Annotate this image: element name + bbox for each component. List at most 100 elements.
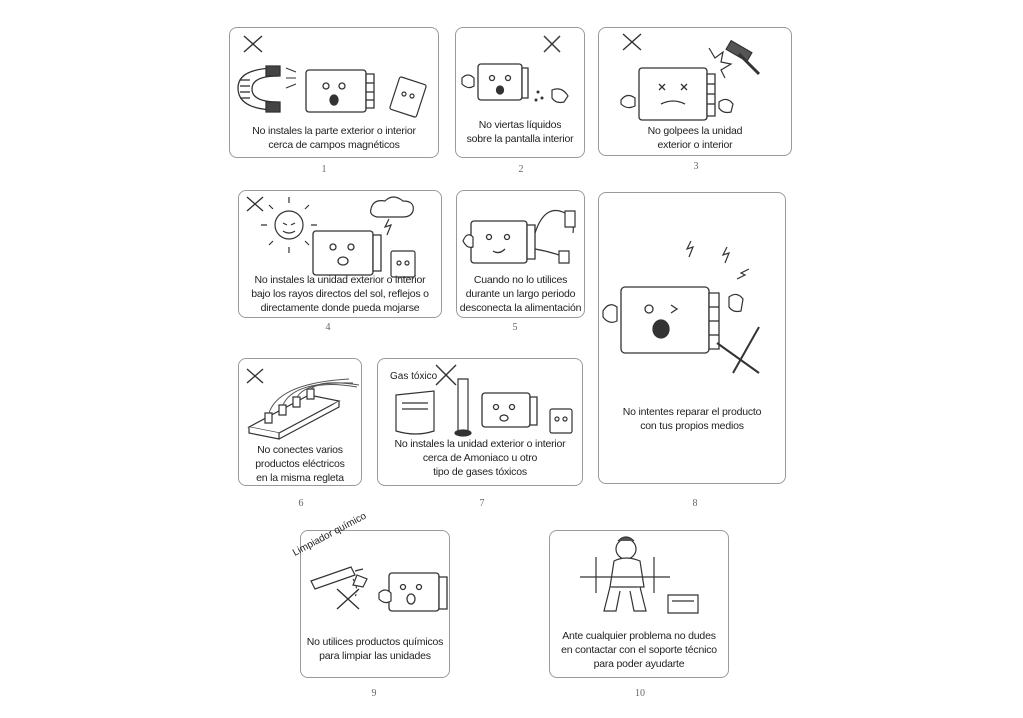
warning-panel-10: Ante cualquier problema no dudes en cont… bbox=[549, 530, 729, 678]
hand-icon bbox=[552, 89, 568, 103]
warning-panel-6: No conectes varios productos eléctricos … bbox=[238, 358, 362, 486]
caption-line: cerca de Amoniaco u otro bbox=[422, 452, 538, 464]
caption-line: desconecta la alimentación bbox=[459, 302, 582, 314]
unplug-illustration bbox=[457, 191, 586, 319]
warning-panel-1: No instales la parte exterior o interior… bbox=[229, 27, 439, 158]
caption-line: No instales la parte exterior o interior bbox=[252, 125, 416, 137]
caption-line: directamente donde pueda mojarse bbox=[260, 302, 420, 314]
repair-warning-illustration bbox=[599, 193, 787, 485]
caption-line: para limpiar las unidades bbox=[319, 650, 431, 662]
panel-number-10: 10 bbox=[635, 688, 645, 699]
power-strip-icon bbox=[249, 389, 339, 439]
caption-line: bajo los rayos directos del sol, reflejo… bbox=[251, 288, 429, 300]
panel-number-2: 2 bbox=[518, 164, 524, 175]
panel-number-9: 9 bbox=[371, 688, 377, 699]
impact-burst-icon bbox=[709, 48, 731, 78]
cross-mark-icon bbox=[244, 36, 262, 52]
caption-line: tipo de gases tóxicos bbox=[433, 466, 527, 478]
hit-warning-illustration bbox=[599, 28, 793, 157]
sun-rain-warning-illustration bbox=[239, 191, 443, 319]
panel-number-8: 8 bbox=[692, 498, 698, 509]
hand-icon bbox=[462, 75, 474, 88]
panel-number-4: 4 bbox=[325, 322, 331, 333]
warning-panel-7: Gas tóxico No instales la unidad exterio… bbox=[377, 358, 583, 486]
caption-line: exterior o interior bbox=[657, 139, 733, 151]
monitor-face-icon bbox=[313, 231, 381, 275]
caption-4: No instales la unidad exterior o interio… bbox=[239, 273, 441, 315]
cross-mark-icon bbox=[544, 36, 560, 52]
panel-number-5: 5 bbox=[512, 322, 518, 333]
caption-line: No intentes reparar el producto bbox=[622, 406, 762, 418]
cross-mark-icon bbox=[247, 369, 263, 383]
toxic-gas-illustration bbox=[378, 359, 584, 487]
warning-panel-9: Limpiador químico No utilices productos … bbox=[291, 511, 451, 679]
cloud-rain-icon bbox=[371, 197, 414, 235]
screwdriver-icon bbox=[717, 327, 759, 373]
panel-number-3: 3 bbox=[693, 161, 699, 172]
caption-8: No intentes reparar el producto con tus … bbox=[599, 405, 785, 433]
small-monitor-icon bbox=[550, 409, 572, 433]
magnet-icon bbox=[238, 66, 280, 112]
small-monitor-icon bbox=[391, 251, 415, 277]
gas-tag-label: Gas tóxico bbox=[390, 371, 438, 382]
sun-icon bbox=[261, 197, 317, 253]
hand-icon bbox=[463, 235, 473, 248]
caption-line: con tus propios medios bbox=[640, 420, 744, 432]
monitor-face-icon bbox=[389, 573, 447, 611]
cross-mark-icon bbox=[337, 589, 359, 609]
monitor-face-icon bbox=[471, 221, 535, 263]
toolbox-icon bbox=[668, 595, 698, 613]
warning-panel-5: Cuando no lo utilices durante un largo p… bbox=[456, 190, 585, 318]
gas-cylinder-icon bbox=[396, 379, 471, 436]
monitor-face-icon bbox=[482, 393, 537, 427]
caption-line: productos eléctricos bbox=[255, 458, 345, 470]
caption-9: No utilices productos químicos para limp… bbox=[301, 635, 449, 663]
lightning-icon bbox=[687, 241, 749, 279]
caption-line: para poder ayudarte bbox=[593, 658, 685, 670]
liquid-warning-illustration bbox=[456, 28, 586, 159]
cross-mark-icon bbox=[247, 197, 263, 211]
plug-icon bbox=[535, 211, 575, 264]
warning-panel-8: No intentes reparar el producto con tus … bbox=[598, 192, 786, 484]
caption-line: No golpees la unidad bbox=[647, 125, 743, 137]
monitor-face-icon bbox=[639, 68, 715, 120]
cable-icon bbox=[269, 379, 359, 413]
warning-panel-2: No viertas líquidos sobre la pantalla in… bbox=[455, 27, 585, 158]
caption-line: Ante cualquier problema no dudes bbox=[562, 630, 716, 642]
caption-line: sobre la pantalla interior bbox=[466, 133, 574, 145]
hand-icon bbox=[603, 294, 743, 322]
caption-7: No instales la unidad exterior o interio… bbox=[378, 437, 582, 479]
power-strip-illustration bbox=[239, 359, 363, 487]
caption-6: No conectes varios productos eléctricos … bbox=[239, 443, 361, 485]
magnet-warning-illustration bbox=[230, 28, 440, 159]
caption-3: No golpees la unidad exterior o interior bbox=[599, 124, 791, 152]
hand-icon bbox=[621, 95, 733, 112]
technician-illustration bbox=[550, 531, 730, 679]
hammer-icon bbox=[726, 41, 759, 74]
caption-line: No viertas líquidos bbox=[478, 119, 562, 131]
monitor-face-icon bbox=[478, 64, 528, 100]
water-drop-icon bbox=[534, 90, 544, 102]
panel-number-6: 6 bbox=[298, 498, 304, 509]
monitor-face-icon bbox=[306, 70, 374, 112]
caption-5: Cuando no lo utilices durante un largo p… bbox=[457, 273, 584, 315]
caption-line: durante un largo periodo bbox=[465, 288, 576, 300]
chemical-bottle-icon bbox=[311, 567, 367, 597]
panel-number-7: 7 bbox=[479, 498, 485, 509]
caption-line: No instales la unidad exterior o interio… bbox=[254, 274, 426, 286]
small-monitor-icon bbox=[389, 77, 426, 118]
caption-line: en contactar con el soporte técnico bbox=[561, 644, 717, 656]
panel-number-1: 1 bbox=[321, 164, 327, 175]
caption-2: No viertas líquidos sobre la pantalla in… bbox=[456, 118, 584, 146]
cross-mark-icon bbox=[623, 34, 641, 50]
chemical-warning-illustration bbox=[301, 531, 451, 679]
technician-icon bbox=[604, 537, 646, 611]
cross-mark-icon bbox=[436, 365, 456, 385]
warning-panel-3: No golpees la unidad exterior o interior bbox=[598, 27, 792, 156]
caption-1: No instales la parte exterior o interior… bbox=[230, 124, 438, 152]
hand-icon bbox=[379, 590, 391, 603]
caption-line: No instales la unidad exterior o interio… bbox=[394, 438, 566, 450]
caption-10: Ante cualquier problema no dudes en cont… bbox=[550, 629, 728, 671]
caption-line: No utilices productos químicos bbox=[306, 636, 444, 648]
warning-panel-4: No instales la unidad exterior o interio… bbox=[238, 190, 442, 318]
